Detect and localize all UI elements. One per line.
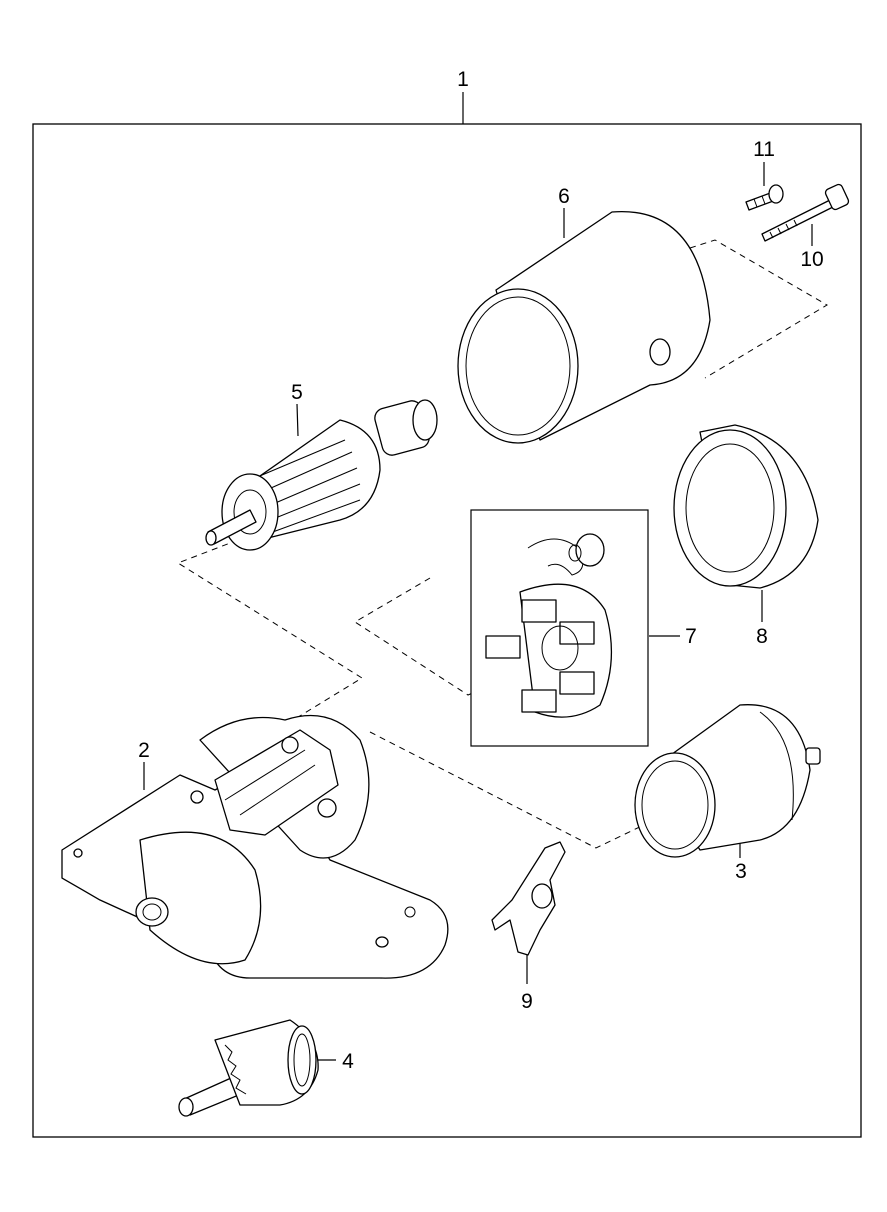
- callout-8: 8: [756, 625, 768, 648]
- drive-housing: [61, 714, 449, 979]
- pinion-gear: [178, 1019, 319, 1117]
- callout-7: 7: [685, 625, 697, 648]
- callout-9: 9: [521, 990, 533, 1013]
- solenoid: [634, 704, 821, 858]
- callout-11: 11: [753, 138, 775, 161]
- yoke-housing: [457, 210, 711, 444]
- yoke-ring: [673, 424, 819, 589]
- callout-10: 10: [800, 248, 823, 271]
- brush-holder-group: [470, 509, 649, 747]
- callout-3: 3: [735, 860, 747, 883]
- callout-5: 5: [291, 381, 303, 404]
- screw: [745, 184, 784, 211]
- callout-1: 1: [457, 68, 469, 91]
- callout-2: 2: [138, 739, 150, 762]
- callout-4: 4: [342, 1050, 354, 1073]
- through-bolt: [761, 183, 850, 242]
- shift-lever: [491, 841, 566, 956]
- assembly-frame: [32, 123, 862, 1138]
- callout-6: 6: [558, 185, 570, 208]
- armature: [205, 399, 438, 551]
